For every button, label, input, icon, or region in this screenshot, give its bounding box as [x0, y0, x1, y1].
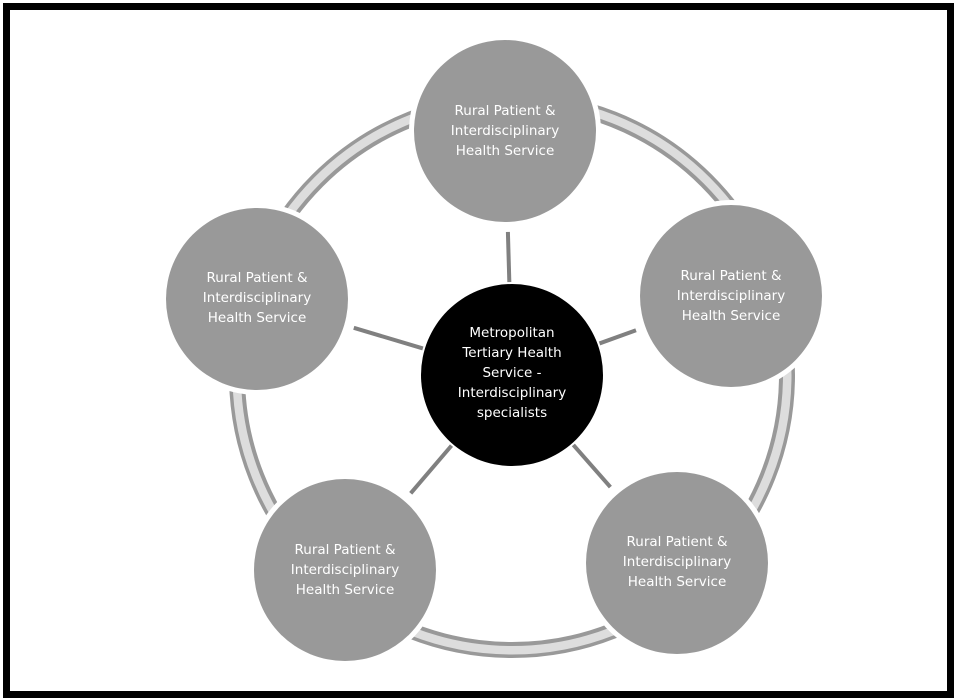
satellite-label-line: Health Service — [627, 574, 727, 590]
satellite-label-line: Rural Patient & — [454, 103, 556, 119]
satellite-circle-top — [414, 40, 596, 222]
satellite-label-left: Rural Patient & Interdisciplinary Health… — [172, 268, 342, 328]
hub-circle — [421, 284, 603, 466]
satellite-label-top: Rural Patient & Interdisciplinary Health… — [420, 101, 590, 161]
satellite-label-line: Health Service — [207, 310, 307, 326]
spoke-bottom-left — [409, 444, 454, 495]
spoke-right — [598, 328, 637, 346]
spoke-top — [505, 231, 512, 283]
hub-label-line: Service - — [482, 365, 542, 381]
satellite-label-bottom-right: Rural Patient & Interdisciplinary Health… — [592, 532, 762, 592]
satellite-circle-bottom-left — [254, 479, 436, 661]
spoke-left — [353, 325, 424, 351]
satellite-label-line: Rural Patient & — [294, 542, 396, 558]
hub-label: Metropolitan Tertiary Health Service - I… — [422, 323, 602, 423]
satellite-label-line: Interdisciplinary — [450, 123, 560, 139]
satellite-label-line: Interdisciplinary — [676, 288, 786, 304]
spokes — [353, 231, 637, 495]
hub-label-line: Interdisciplinary — [457, 385, 567, 401]
satellite-label-line: Interdisciplinary — [290, 562, 400, 578]
hub-label-line: specialists — [476, 405, 548, 421]
satellite-label-line: Interdisciplinary — [202, 290, 312, 306]
satellite-label-line: Rural Patient & — [626, 534, 728, 550]
satellite-label-line: Interdisciplinary — [622, 554, 732, 570]
satellite-circles — [161, 35, 827, 666]
hub-label-line: Metropolitan — [469, 325, 555, 341]
spoke-bottom-right — [571, 443, 612, 489]
satellite-label-bottom-left: Rural Patient & Interdisciplinary Health… — [260, 540, 430, 600]
satellite-circle-left — [166, 208, 348, 390]
satellite-circle-bottom-right — [586, 472, 768, 654]
satellite-circle-right — [640, 205, 822, 387]
satellite-label-line: Rural Patient & — [680, 268, 782, 284]
satellite-label-line: Health Service — [295, 582, 395, 598]
satellite-label-line: Rural Patient & — [206, 270, 308, 286]
hub-label-line: Tertiary Health — [462, 345, 562, 361]
satellite-label-line: Health Service — [681, 308, 781, 324]
satellite-label-right: Rural Patient & Interdisciplinary Health… — [646, 266, 816, 326]
satellite-label-line: Health Service — [455, 143, 555, 159]
